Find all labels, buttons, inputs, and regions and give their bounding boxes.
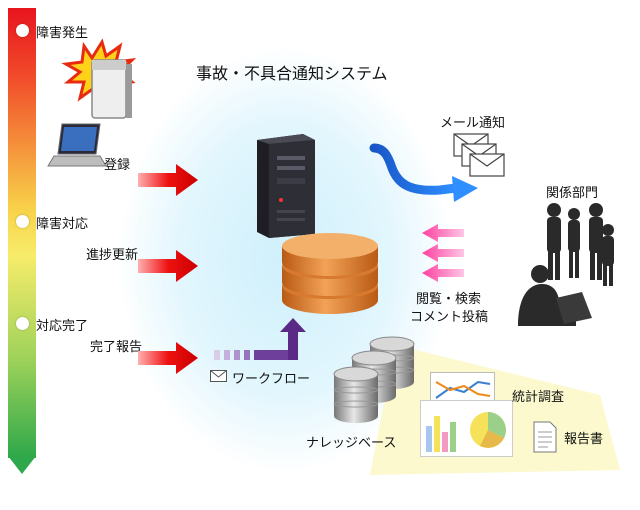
report-document-icon bbox=[533, 421, 557, 453]
red-arrow-report bbox=[138, 342, 198, 374]
pink-arrow-3 bbox=[422, 264, 464, 282]
pink-arrow-1 bbox=[422, 224, 464, 242]
input-label-progress: 進捗更新 bbox=[86, 248, 139, 263]
mail-label: メール通知 bbox=[440, 116, 506, 131]
stats-label: 統計調査 bbox=[512, 390, 565, 405]
stage-label-complete: 対応完了 bbox=[36, 319, 89, 334]
workflow-arrow bbox=[214, 318, 306, 360]
timeline-arrowhead bbox=[8, 456, 36, 474]
report-label: 報告書 bbox=[564, 432, 604, 447]
input-label-report: 完了報告 bbox=[90, 340, 143, 355]
database-icon bbox=[282, 233, 378, 314]
blue-arrow-mail bbox=[369, 143, 478, 202]
envelope-icon bbox=[210, 370, 227, 382]
laptop-icon bbox=[47, 123, 107, 167]
knowledge-label: ナレッジベース bbox=[306, 436, 397, 451]
stage-dot-response bbox=[16, 215, 29, 228]
failing-server-icon bbox=[61, 38, 137, 119]
comment-label: コメント投稿 bbox=[410, 310, 489, 325]
timeline-bar bbox=[8, 8, 36, 458]
workflow-label: ワークフロー bbox=[232, 372, 311, 387]
stage-label-occurrence: 障害発生 bbox=[36, 26, 89, 41]
mail-envelopes-icon bbox=[453, 133, 505, 177]
knowledge-base-icon bbox=[333, 336, 415, 423]
bar-pie-chart-icon bbox=[420, 400, 513, 457]
department-label: 関係部門 bbox=[546, 186, 599, 201]
stage-dot-complete bbox=[16, 317, 29, 330]
people-silhouettes-icon bbox=[518, 203, 614, 326]
red-arrow-register bbox=[138, 164, 198, 196]
stage-label-response: 障害対応 bbox=[36, 217, 89, 232]
system-title: 事故・不具合通知システム bbox=[196, 64, 388, 83]
stage-dot-occurrence bbox=[16, 24, 29, 37]
red-arrow-progress bbox=[138, 250, 198, 282]
input-label-register: 登録 bbox=[104, 158, 131, 173]
server-icon bbox=[257, 134, 315, 238]
pink-arrow-2 bbox=[422, 244, 464, 262]
browse-label: 閲覧・検索 bbox=[416, 292, 482, 307]
